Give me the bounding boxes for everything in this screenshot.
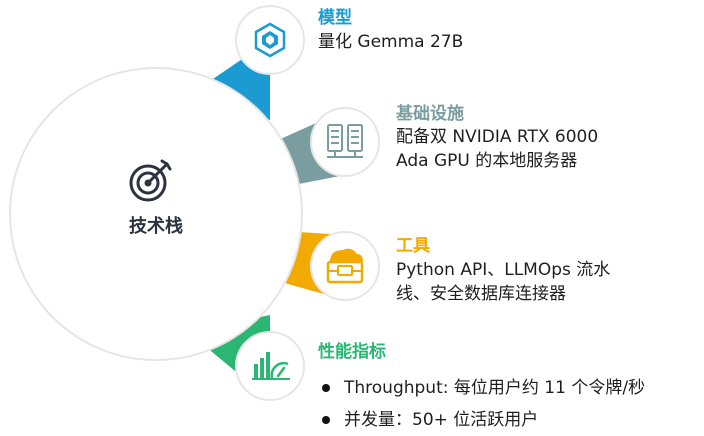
metrics-bullet-item: 并发量：50+ 位活跃用户 <box>318 404 645 436</box>
model-hexagon-icon <box>254 22 286 58</box>
metrics-bullet-item: Throughput: 每位用户约 11 个令牌/秒 <box>318 372 645 404</box>
metrics-throughput-text: Throughput: 每位用户约 11 个令牌/秒 <box>344 378 646 398</box>
center-label: 技术栈 <box>129 216 183 237</box>
section-text-tools-line2: 线、安全数据库连接器 <box>396 284 566 304</box>
performance-gauge-icon <box>252 352 290 380</box>
section-text-model: 量化 Gemma 27B <box>318 32 464 52</box>
server-icon <box>327 124 363 158</box>
infrastructure-node <box>310 107 380 177</box>
section-text-infrastructure-line2: Ada GPU 的本地服务器 <box>396 151 578 171</box>
metrics-concurrency-text: 并发量：50+ 位活跃用户 <box>344 410 539 430</box>
toolbox-icon <box>326 248 364 284</box>
center-circle <box>9 67 303 361</box>
metrics-bullet-list: Throughput: 每位用户约 11 个令牌/秒 并发量：50+ 位活跃用户 <box>318 372 645 436</box>
section-text-infrastructure-line1: 配备双 NVIDIA RTX 6000 <box>396 127 599 147</box>
target-icon <box>129 159 172 202</box>
section-title-tools: 工具 <box>396 236 430 256</box>
section-title-metrics: 性能指标 <box>318 342 386 362</box>
section-text-tools-line1: Python API、LLMOps 流水 <box>396 260 611 280</box>
bullet-dot-icon <box>322 416 330 424</box>
section-title-infrastructure: 基础设施 <box>396 104 464 124</box>
bullet-dot-icon <box>322 384 330 392</box>
section-title-model: 模型 <box>318 8 352 28</box>
